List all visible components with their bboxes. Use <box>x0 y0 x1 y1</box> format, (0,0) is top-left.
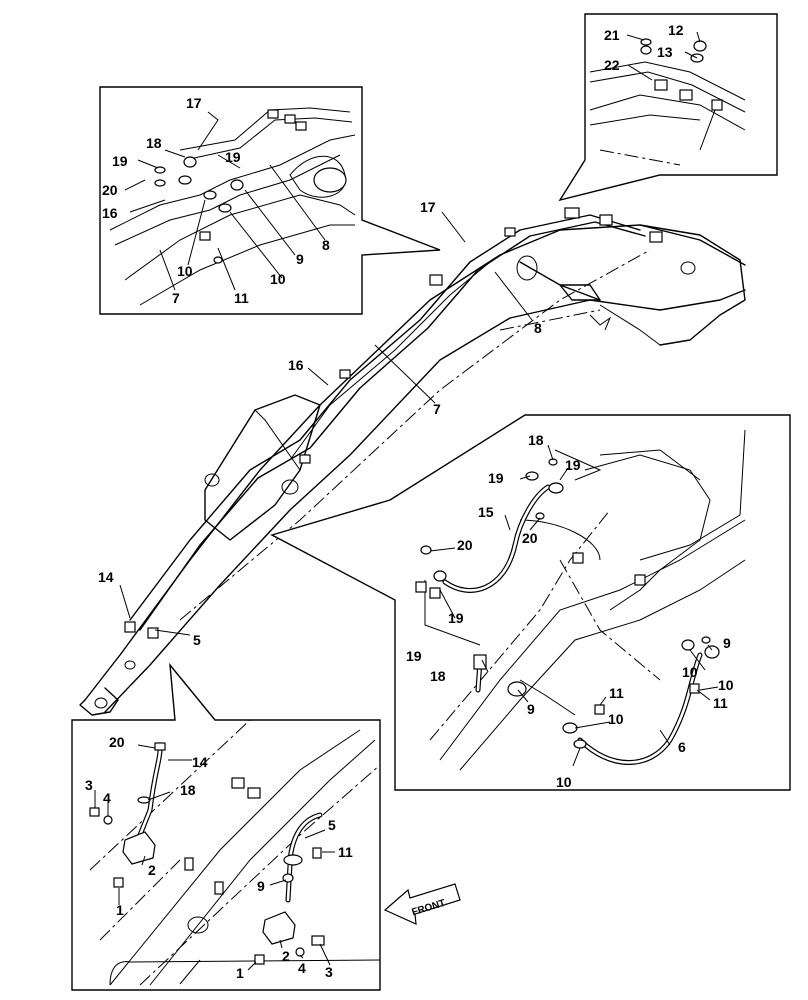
callout-17: 17 <box>186 95 202 111</box>
callout-10: 10 <box>718 677 734 693</box>
callout-14: 14 <box>192 754 208 770</box>
callout-18: 18 <box>430 668 446 684</box>
callout-10: 10 <box>608 711 624 727</box>
callout-17: 17 <box>420 199 436 215</box>
callout-20: 20 <box>102 182 118 198</box>
callout-10: 10 <box>556 774 572 790</box>
callout-21: 21 <box>604 27 620 43</box>
callout-19: 19 <box>406 648 422 664</box>
callout-20: 20 <box>522 530 538 546</box>
callout-5: 5 <box>193 632 201 648</box>
inset-right <box>270 414 791 791</box>
callout-20: 20 <box>109 734 125 750</box>
callout-18: 18 <box>180 782 196 798</box>
callout-5: 5 <box>328 817 336 833</box>
main-boom-assembly <box>79 207 746 716</box>
leader-lines <box>94 31 719 971</box>
callout-10: 10 <box>177 263 193 279</box>
callout-13: 13 <box>657 44 673 60</box>
callout-7: 7 <box>433 401 441 417</box>
callout-19: 19 <box>112 153 128 169</box>
callout-2: 2 <box>148 862 156 878</box>
callout-16: 16 <box>102 205 118 221</box>
callout-9: 9 <box>257 878 265 894</box>
callout-11: 11 <box>713 695 728 711</box>
callout-6: 6 <box>678 739 686 755</box>
callout-9: 9 <box>723 635 731 651</box>
callout-8: 8 <box>322 237 330 253</box>
callout-11: 11 <box>609 685 624 701</box>
callout-3: 3 <box>85 777 93 793</box>
callout-4: 4 <box>298 960 306 976</box>
callout-19: 19 <box>448 610 464 626</box>
callout-10: 10 <box>682 664 698 680</box>
inset-top-right <box>558 13 778 202</box>
callout-18: 18 <box>528 432 544 448</box>
callout-4: 4 <box>103 790 111 806</box>
callout-22: 22 <box>604 57 620 73</box>
inset-top-left <box>99 86 441 315</box>
callout-10: 10 <box>270 271 286 287</box>
callout-15: 15 <box>478 504 494 520</box>
callout-11: 11 <box>338 844 353 860</box>
callout-3: 3 <box>325 964 333 980</box>
callout-9: 9 <box>296 251 304 267</box>
callout-9: 9 <box>527 701 535 717</box>
inset-bottom-left <box>71 662 381 991</box>
callout-1: 1 <box>116 902 124 918</box>
callout-11: 11 <box>234 290 249 306</box>
callout-19: 19 <box>225 149 241 165</box>
callout-7: 7 <box>172 290 180 306</box>
callout-20: 20 <box>457 537 473 553</box>
callout-18: 18 <box>146 135 162 151</box>
callout-19: 19 <box>565 457 581 473</box>
front-arrow-icon: FRONT <box>383 883 461 925</box>
callout-2: 2 <box>282 948 290 964</box>
callout-1: 1 <box>236 965 244 981</box>
callout-16: 16 <box>288 357 304 373</box>
callout-14: 14 <box>98 569 114 585</box>
callout-12: 12 <box>668 22 684 38</box>
callout-labels: 21 12 13 22 17 18 19 19 20 16 10 10 9 8 … <box>85 22 734 981</box>
callout-8: 8 <box>534 320 542 336</box>
callout-19: 19 <box>488 470 504 486</box>
